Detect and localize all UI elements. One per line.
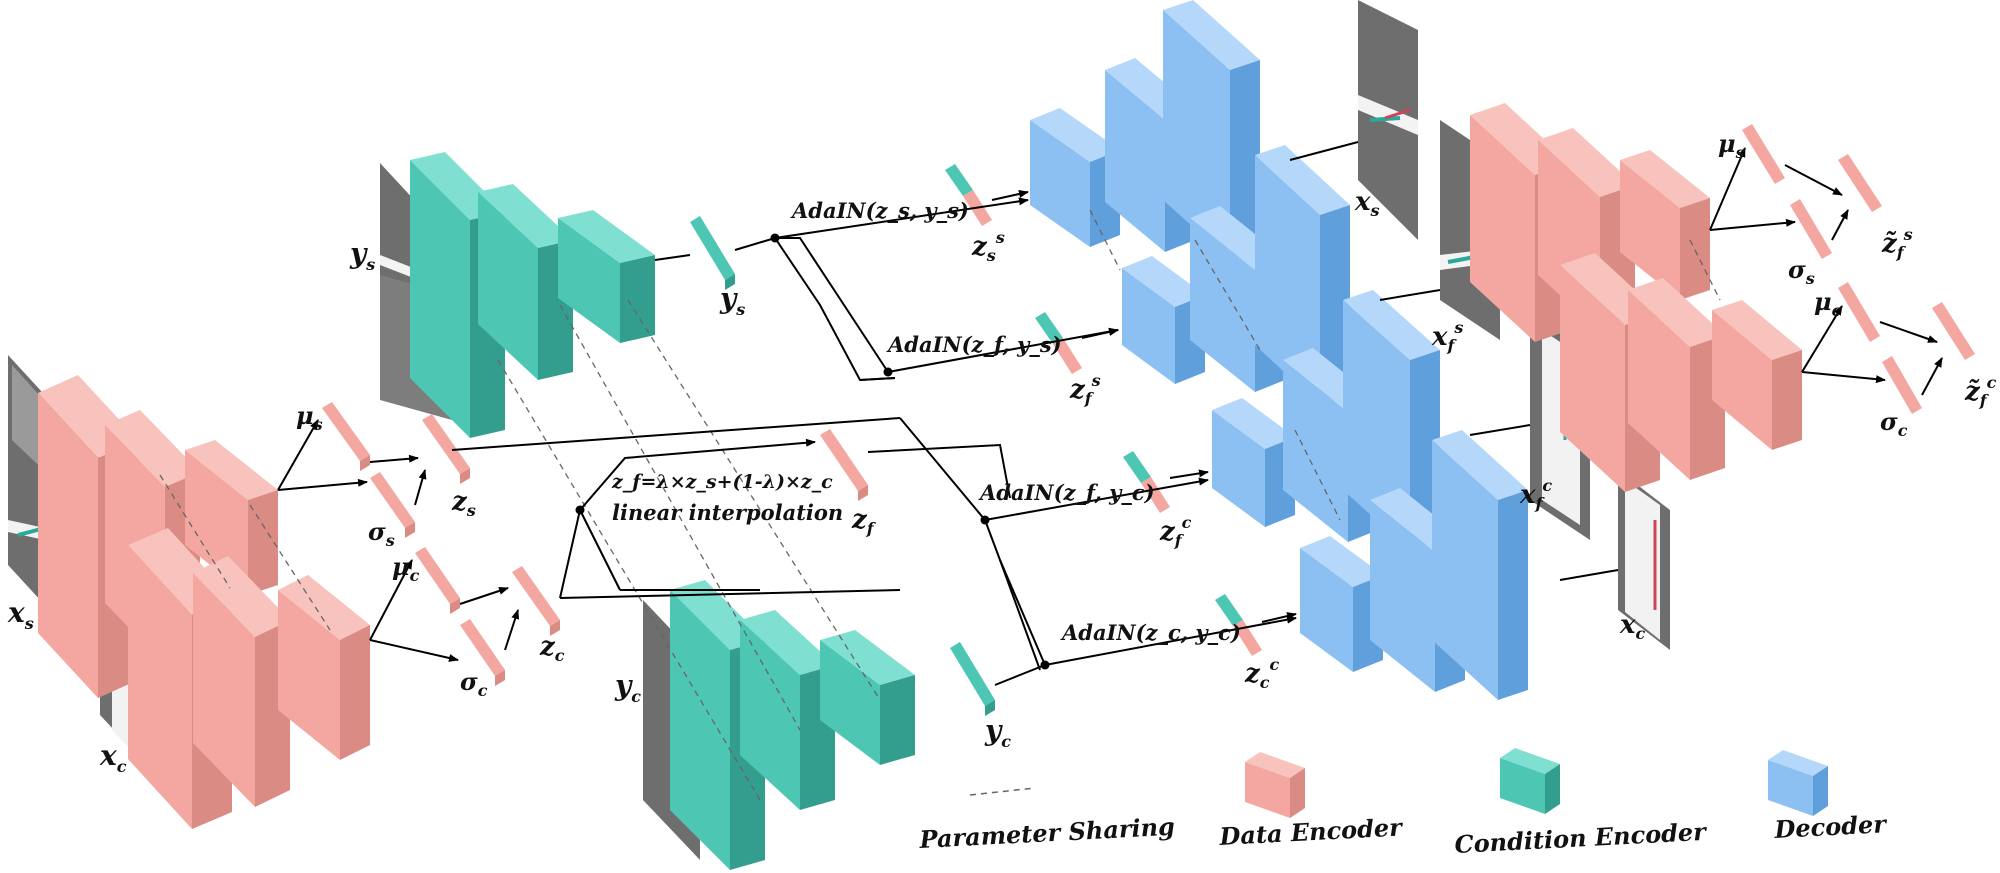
label-adain-4: AdaIN(z_c, y_c) [1060,620,1241,645]
decoder-block [1212,398,1295,527]
condition-encoder-block [558,210,655,343]
label-mu-c-right: μc [1814,287,1842,320]
legend-parameter-sharing-text: Parameter Sharing [918,812,1176,854]
legend-condition-encoder-text: Condition Encoder [1454,817,1709,859]
y-s-bar [690,216,735,290]
sigma-c-bar [460,619,505,686]
label-mu-c: μc [392,552,420,585]
label-interp-formula: z_f=λ×z_s+(1-λ)×z_c [611,471,833,493]
label-sigma-s: σs [368,517,395,550]
label-zt-s: z̃fs [1881,225,1913,262]
label-sigma-c-right: σc [1880,407,1908,440]
data-encoder-block [1620,150,1710,300]
legend-data-encoder-text: Data Encoder [1218,812,1405,851]
label-ys-mid: ys [719,282,745,319]
label-adain-3: AdaIN(z_f, y_c) [978,480,1155,505]
legend: Parameter Sharing Data Encoder Condition… [918,748,1889,859]
label-out-xfs: xfs [1431,318,1463,355]
connections [277,141,1943,686]
output-image-xs [1358,0,1418,240]
label-sigma-c: σc [460,667,488,700]
label-interp-caption: linear interpolation [612,500,843,525]
data-encoder-block [1712,300,1802,450]
legend-condition-encoder: Condition Encoder [1454,748,1709,859]
sigma-s-bar [370,472,415,538]
legend-decoder-text: Decoder [1773,809,1889,844]
label-z-s: zs [451,487,476,520]
label-sigma-s-right: σs [1788,255,1815,288]
label-z-f: zf [851,505,877,538]
z-f-bar [820,429,868,501]
data-encoder-block [278,575,370,760]
decoder-cc [1300,430,1528,700]
data-encoder-right-c [1560,253,1802,492]
sigma-s-right-bar [1790,199,1832,259]
decoder-block [1343,290,1440,550]
label-z-c: zc [539,632,565,665]
label-xs-left: xs [7,596,34,633]
decoder-block [1432,430,1528,700]
text-labels: xs xc ys yc ys yc μs σs zs μc σc zc zf z… [7,129,1997,776]
condition-encoder-block [820,630,915,765]
mu-s-right-bar [1742,124,1785,184]
condition-encoder-ys [410,152,655,438]
label-mu-s-right: μs [1718,129,1745,162]
zt-c-bar [1932,302,1975,360]
decoder-block [1255,145,1350,405]
decoder-ss [1030,0,1260,260]
decoder-fs [1122,145,1350,405]
label-mu-s: μs [296,401,323,434]
zfc-concat-bar [1123,451,1170,513]
data-encoder-xc [128,528,370,829]
label-adain-1: AdaIN(z_s, y_s) [790,198,969,223]
label-zfc: zfc [1159,513,1192,550]
label-zt-c: z̃fc [1964,373,1997,410]
label-out-xc: xc [1619,610,1646,643]
z-s-bar [422,414,470,484]
mu-s-bar [322,402,370,471]
data-encoder-block [185,440,278,595]
decoder-swatch-icon [1768,750,1828,816]
label-zss: zss [971,228,1005,265]
mu-c-bar [415,547,460,614]
label-yc-mid: yc [984,714,1011,751]
mu-c-right-bar [1838,282,1880,342]
parameter-sharing-lines [159,209,1721,801]
y-c-bar [950,642,995,716]
output-image-xc [1618,470,1670,650]
legend-parameter-sharing: Parameter Sharing [918,787,1176,854]
decoder-fc [1212,290,1440,550]
zfs-concat-bar [1035,312,1082,374]
z-c-bar [512,566,560,636]
condition-encoder-yc [670,580,915,870]
decoder-block [1163,0,1260,260]
data-encoder-block [193,556,290,807]
sigma-c-right-bar [1882,356,1922,414]
decoder-block [1300,536,1383,672]
label-ys-top: ys [349,237,375,274]
legend-data-encoder: Data Encoder [1218,752,1405,851]
label-out-xs: xs [1354,187,1380,220]
label-zcc: zcc [1244,655,1280,692]
label-adain-2: AdaIN(z_f, y_s) [886,332,1062,357]
condition-encoder-swatch-icon [1500,748,1560,814]
data-encoder-swatch-icon [1245,752,1305,818]
junction-dots [575,233,1050,670]
label-yc-left: yc [614,669,641,706]
legend-decoder: Decoder [1768,750,1889,844]
label-zfs: zfs [1069,371,1101,408]
label-xc-left: xc [99,739,127,776]
label-out-xfc: xfc [1519,476,1552,513]
zt-s-bar [1838,154,1882,212]
